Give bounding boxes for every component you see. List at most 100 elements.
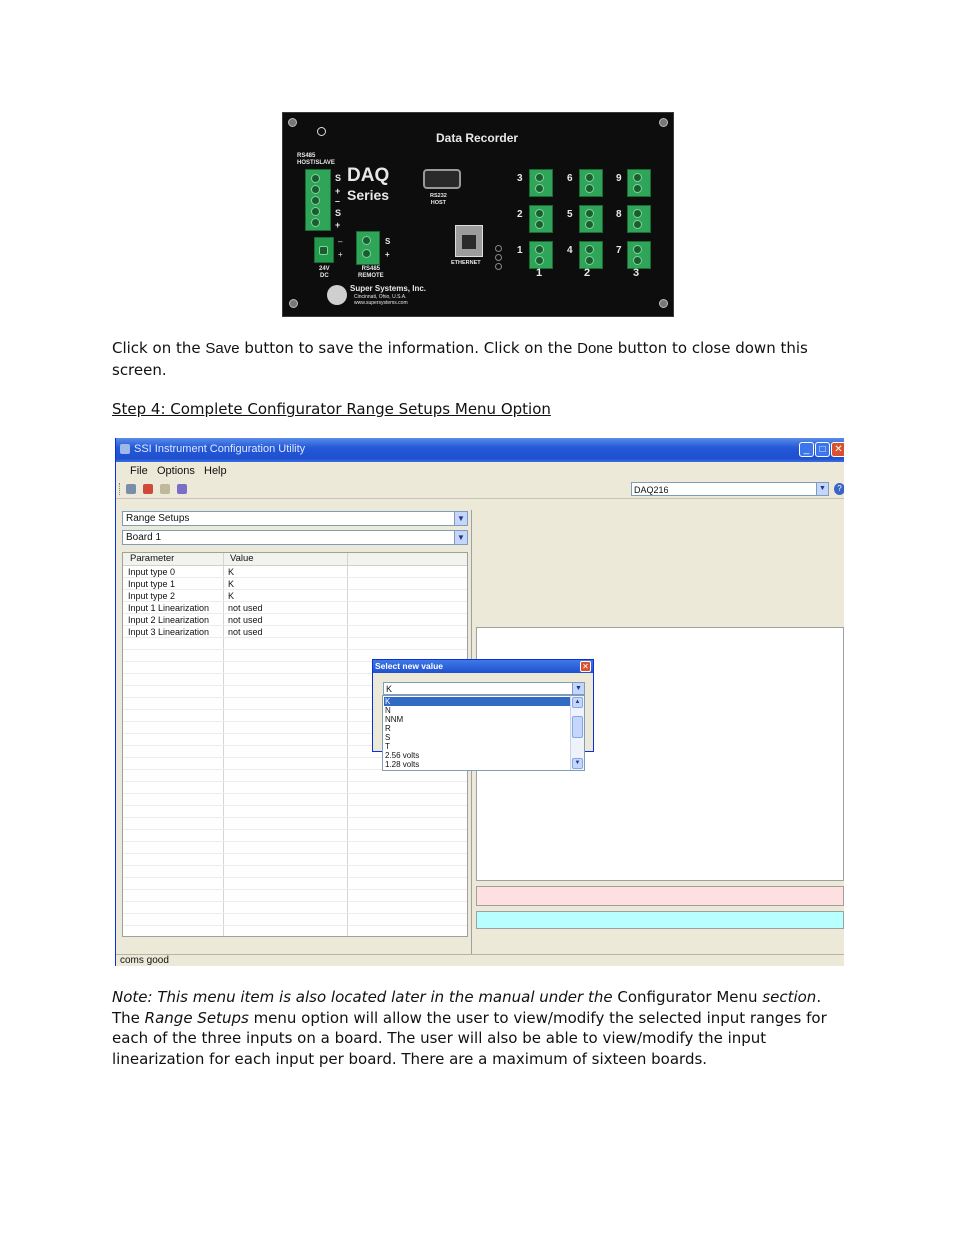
terminal-number: 1 <box>517 245 523 256</box>
note-text: section <box>757 988 817 1006</box>
dialog-close-button[interactable]: ✕ <box>580 661 591 672</box>
input-terminal <box>627 241 651 269</box>
chevron-down-icon: ▼ <box>572 683 584 694</box>
list-item[interactable]: T <box>385 742 390 751</box>
terminal-number: 6 <box>567 173 573 184</box>
value-cell[interactable]: K <box>228 579 235 589</box>
host-pin-label: S <box>335 208 342 218</box>
list-scrollbar[interactable]: ▲ ▼ <box>570 696 584 770</box>
maximize-button[interactable]: □ <box>815 442 830 457</box>
board-number: 3 <box>633 267 640 279</box>
corner-screw <box>288 118 297 127</box>
column-value: Value <box>230 553 254 564</box>
terminal-number: 7 <box>616 245 622 256</box>
grid-header: Parameter Value <box>123 553 467 566</box>
list-item[interactable]: K <box>384 697 571 706</box>
company-logo <box>327 285 347 305</box>
list-item[interactable]: NNM <box>385 715 404 724</box>
host-pin-label: S <box>335 173 342 183</box>
company-web: www.supersystems.com <box>354 300 408 306</box>
note-paragraph: Note: This menu item is also located lat… <box>112 987 847 1069</box>
note-text: Note: This menu item is also located lat… <box>112 988 618 1006</box>
value-cell[interactable]: not used <box>228 615 263 625</box>
led-icon <box>495 263 502 270</box>
list-item[interactable]: N <box>385 706 391 715</box>
value-select[interactable]: K▼ <box>383 682 585 695</box>
value-dropdown-list: K N NNM R S T 2.56 volts 1.28 volts ▲ ▼ <box>382 695 585 771</box>
input-terminal <box>579 241 603 269</box>
power-pin-label: + <box>338 250 343 259</box>
list-item[interactable]: 2.56 volts <box>385 751 420 760</box>
input-terminal <box>627 169 651 197</box>
series-label: Series <box>347 187 390 203</box>
input-terminal <box>579 205 603 233</box>
scroll-thumb[interactable] <box>572 716 583 738</box>
help-icon[interactable]: ? <box>834 483 844 495</box>
close-button[interactable]: ✕ <box>831 442 844 457</box>
terminal-number: 4 <box>567 245 573 256</box>
value-cell[interactable]: K <box>228 567 235 577</box>
column-parameter: Parameter <box>130 553 175 564</box>
input-terminal <box>529 205 553 233</box>
rs232-connector <box>423 169 461 189</box>
ground-icon <box>317 127 326 136</box>
input-terminal <box>627 205 651 233</box>
host-pin-label: + <box>335 186 341 196</box>
menu-help[interactable]: Help <box>204 465 227 477</box>
list-item[interactable]: S <box>385 733 391 742</box>
bulb-icon[interactable] <box>160 484 170 494</box>
param-cell[interactable]: Input type 2 <box>128 591 176 601</box>
note-text: . <box>816 988 822 1006</box>
stop-icon[interactable] <box>143 484 153 494</box>
scroll-down-icon[interactable]: ▼ <box>572 758 583 769</box>
menu-option-value: Range Setups <box>126 513 190 524</box>
dialog-title: Select new value <box>373 660 593 673</box>
menu-file[interactable]: File <box>130 465 148 477</box>
rs485-host-label: RS485 HOST/SLAVE <box>297 153 335 166</box>
param-cell[interactable]: Input 1 Linearization <box>128 603 210 613</box>
input-terminal <box>579 169 603 197</box>
scroll-up-icon[interactable]: ▲ <box>572 697 583 708</box>
save-done-instructions: Click on the Save button to save the inf… <box>112 338 832 380</box>
terminal-number: 8 <box>616 209 622 220</box>
board-select[interactable]: Board 1▼ <box>122 530 468 545</box>
device-select[interactable]: DAQ216▼ <box>631 482 829 496</box>
param-cell[interactable]: Input 3 Linearization <box>128 627 210 637</box>
param-cell[interactable]: Input type 1 <box>128 579 176 589</box>
ethernet-port <box>455 225 483 257</box>
menu-bar: File Options Help <box>116 462 844 480</box>
remote-pin-label: S <box>385 237 391 246</box>
power-label: 24V DC <box>319 266 330 279</box>
list-item[interactable]: 1.28 volts <box>385 760 420 769</box>
value-cell[interactable]: K <box>228 591 235 601</box>
corner-screw <box>289 299 298 308</box>
input-terminal <box>529 169 553 197</box>
minimize-button[interactable]: _ <box>799 442 814 457</box>
instruction-text: button to save the information. Click on… <box>239 339 578 357</box>
led-icon <box>495 254 502 261</box>
param-cell[interactable]: Input 2 Linearization <box>128 615 210 625</box>
selected-value: K <box>386 684 393 694</box>
rs485-remote-label: RS485 REMOTE <box>358 266 384 279</box>
menu-option-select[interactable]: Range Setups▼ <box>122 511 468 526</box>
value-cell[interactable]: not used <box>228 627 263 637</box>
settings-icon[interactable] <box>177 484 187 494</box>
daq-brand: DAQ <box>347 165 390 186</box>
remote-pin-label: + <box>385 250 390 259</box>
note-text: menu option will allow the user to view/… <box>112 1008 827 1068</box>
configuration-utility-window: SSI Instrument Configuration Utility _ □… <box>115 438 844 966</box>
info-bar <box>476 911 844 929</box>
host-pin-label: – <box>335 196 341 206</box>
device-value: DAQ216 <box>634 485 669 495</box>
window-title: SSI Instrument Configuration Utility <box>134 443 306 455</box>
note-text: The <box>112 1008 145 1027</box>
list-item[interactable]: R <box>385 724 391 733</box>
status-bar: coms good <box>116 954 844 966</box>
done-keyword: Done <box>577 340 613 357</box>
param-cell[interactable]: Input type 0 <box>128 567 176 577</box>
note-text: Configurator Menu <box>617 988 758 1006</box>
value-cell[interactable]: not used <box>228 603 263 613</box>
connect-icon[interactable] <box>126 484 136 494</box>
menu-options[interactable]: Options <box>157 465 195 477</box>
rs485-host-terminal <box>305 169 331 231</box>
